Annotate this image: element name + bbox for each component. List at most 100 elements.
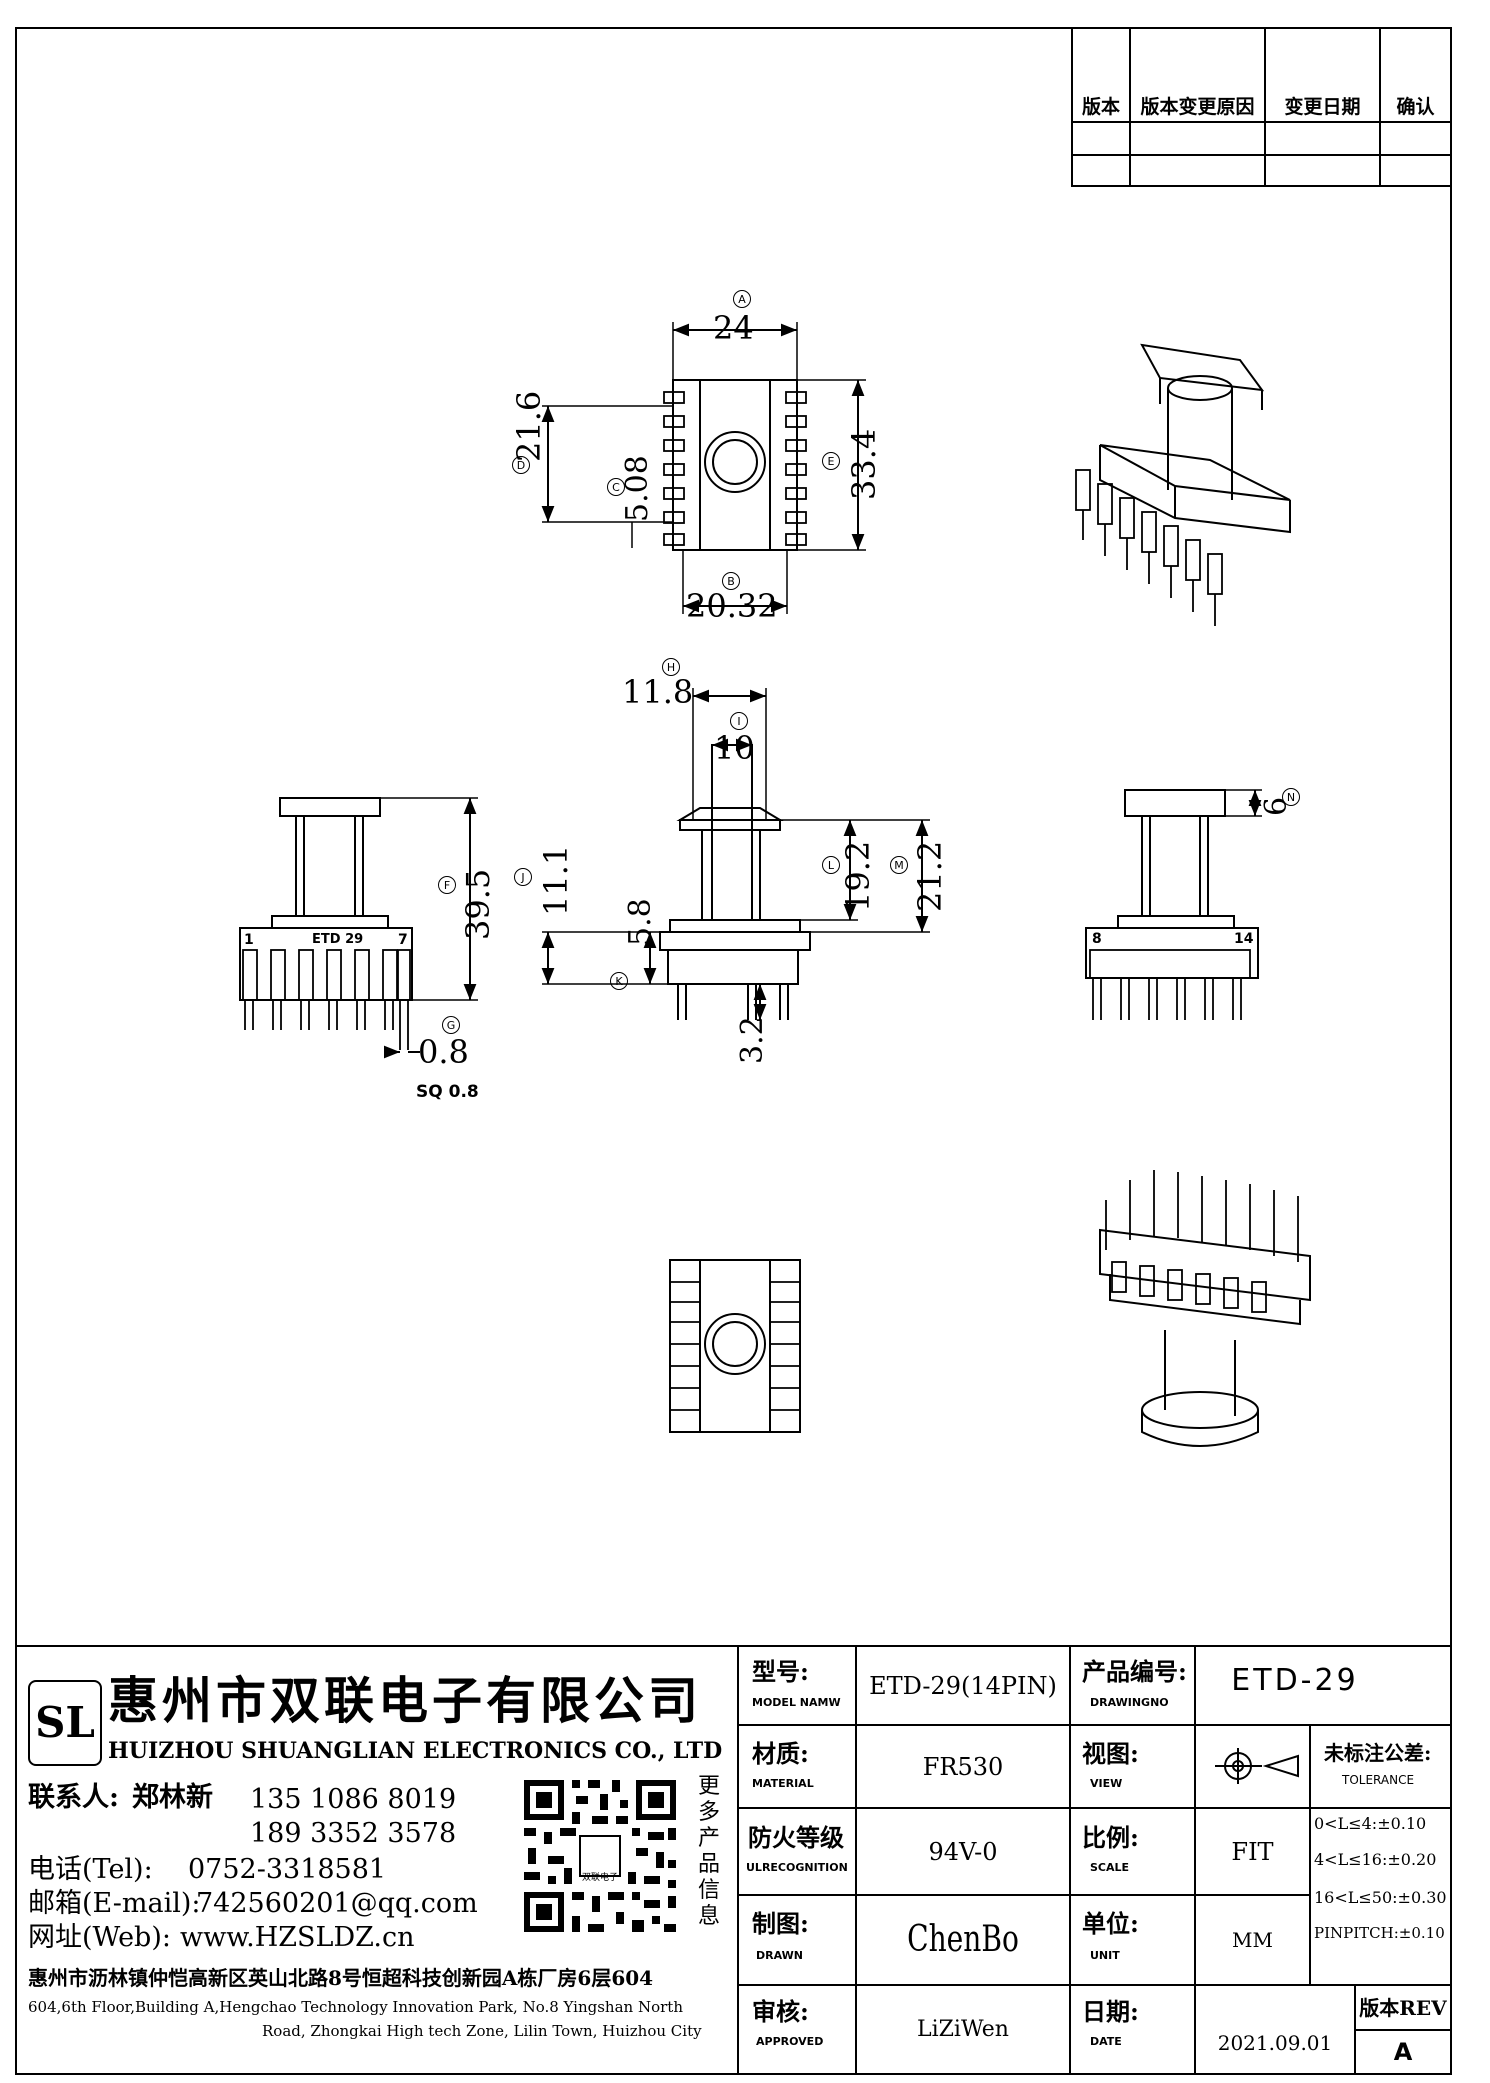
drawingno-label-en: DRAWINGNO	[1090, 1696, 1169, 1709]
dim-front-mid: 19.2	[839, 840, 877, 912]
sheet-border	[15, 27, 1452, 2075]
material-value: FR530	[922, 1752, 1004, 1781]
company-name-cn: 惠州市双联电子有限公司	[108, 1671, 702, 1730]
dim-front-base: 5.8	[623, 898, 658, 946]
flame-label-en: ULRECOGNITION	[746, 1861, 848, 1874]
material-label: 材质:	[752, 1739, 809, 1768]
side-view-left	[239, 797, 478, 1059]
dim-pin-length: 3.2	[735, 1016, 770, 1064]
dim-front-flange: 11.8	[622, 673, 694, 711]
title-block	[16, 1645, 1451, 2074]
pin-label-7: 7	[398, 932, 408, 948]
tel-label: 电话(Tel):	[28, 1854, 153, 1885]
side-view-right	[1085, 789, 1262, 1020]
unit-label: 单位:	[1082, 1909, 1139, 1938]
qr-code-icon[interactable]	[520, 1776, 680, 1936]
more-info-char: 产	[697, 1826, 720, 1851]
top-view	[541, 322, 866, 614]
company-logo: SL	[28, 1680, 102, 1766]
drawn-value: ChenBo	[907, 1919, 1019, 1960]
more-info-vertical: 更 多 产 品 信 息	[694, 1776, 724, 1928]
address-cn: 惠州市沥林镇仲恺高新区英山北路8号恒超科技创新园A栋厂房6层604	[28, 1966, 654, 1990]
dim-top-overall: 33.4	[845, 428, 883, 500]
balloon-i: I	[730, 712, 748, 730]
dim-top-pin-span: 20.32	[686, 587, 778, 625]
view-label-en: VIEW	[1090, 1777, 1123, 1790]
scale-label-en: SCALE	[1090, 1861, 1130, 1874]
date-label-en: DATE	[1090, 2035, 1122, 2048]
dim-side-height: 39.5	[459, 868, 497, 940]
balloon-l: L	[822, 856, 840, 874]
more-info-char: 信	[697, 1878, 720, 1903]
dim-pin-size: 0.8	[418, 1033, 469, 1071]
balloon-h: H	[662, 658, 680, 676]
balloon-n: N	[1282, 788, 1300, 806]
balloon-a: A	[733, 290, 751, 308]
flame-value: 94V-0	[928, 1837, 998, 1866]
tolerance-line-1: 0<L≤4:±0.10	[1314, 1814, 1427, 1833]
balloon-g: G	[442, 1016, 460, 1034]
balloon-j: J	[514, 868, 532, 886]
bottom-view	[669, 1259, 801, 1433]
model-label: 型号:	[752, 1657, 809, 1686]
unit-label-en: UNIT	[1090, 1949, 1120, 1962]
unit-value: MM	[1232, 1928, 1273, 1952]
dim-front-core: 10	[714, 729, 755, 767]
address-en-2: Road, Zhongkai High tech Zone, Lilin Tow…	[262, 2022, 702, 2040]
isometric-view-top	[1075, 343, 1291, 626]
approved-label-en: APPROVED	[756, 2035, 824, 2048]
balloon-d: D	[512, 456, 530, 474]
isometric-view-bottom	[1099, 1170, 1311, 1447]
model-label-en: MODEL NAMW	[752, 1696, 841, 1709]
drawn-label: 制图:	[752, 1909, 809, 1938]
material-label-en: MATERIAL	[752, 1777, 814, 1790]
more-info-char: 品	[697, 1852, 720, 1877]
email-label: 邮箱(E-mail):	[28, 1888, 201, 1919]
tolerance-line-2: 4<L≤16:±0.20	[1314, 1850, 1437, 1869]
drawingno-label: 产品编号:	[1082, 1657, 1187, 1686]
more-info-char: 更	[697, 1774, 720, 1799]
drawingno-value: ETD-29	[1231, 1663, 1359, 1698]
rev-header-confirm: 确认	[1396, 95, 1435, 118]
projection-symbol-icon	[1215, 1748, 1299, 1784]
contact-phone-2: 189 3352 3578	[250, 1818, 457, 1849]
contact-phone-1: 135 1086 8019	[250, 1784, 457, 1815]
address-en-1: 604,6th Floor,Building A,Hengchao Techno…	[28, 1998, 683, 2016]
more-info-char: 多	[697, 1800, 720, 1825]
pin-label-1: 1	[244, 932, 254, 948]
contact-name: 郑林新	[132, 1782, 213, 1813]
revision-table	[1071, 27, 1452, 187]
web-value: www.HZSLDZ.cn	[180, 1922, 415, 1953]
balloon-b: B	[722, 572, 740, 590]
contact-label: 联系人:	[28, 1782, 119, 1813]
date-value: 2021.09.01	[1217, 2030, 1333, 2055]
view-label: 视图:	[1082, 1739, 1139, 1768]
balloon-m: M	[890, 856, 908, 874]
tel-value: 0752-3318581	[188, 1854, 387, 1885]
rev-header-date: 变更日期	[1284, 95, 1361, 118]
balloon-c: C	[607, 478, 625, 496]
approved-label: 审核:	[752, 1997, 809, 2026]
more-info-char: 息	[697, 1904, 720, 1929]
pin-label-8: 8	[1092, 931, 1102, 947]
rev-label: 版本REV	[1359, 1995, 1447, 2020]
dim-top-width: 24	[713, 309, 754, 347]
front-view-center	[541, 688, 930, 1020]
email-value: 742560201@qq.com	[196, 1888, 478, 1919]
drawn-label-en: DRAWN	[756, 1949, 803, 1962]
tolerance-line-4: PINPITCH:±0.10	[1314, 1924, 1445, 1942]
pin-label-14: 14	[1234, 931, 1254, 947]
pin-square-note: SQ 0.8	[416, 1082, 479, 1102]
flame-label: 防火等级	[748, 1823, 844, 1852]
balloon-k: K	[610, 972, 628, 990]
dim-front-total: 21.2	[911, 840, 949, 912]
balloon-e: E	[822, 452, 840, 470]
balloon-f: F	[438, 876, 456, 894]
dim-top-height: 21.6	[510, 390, 548, 462]
rev-header-reason: 版本变更原因	[1140, 95, 1255, 118]
qr-caption: 双联电子	[581, 1872, 618, 1883]
tolerance-label: 未标注公差:	[1324, 1741, 1432, 1765]
approved-value: LiZiWen	[917, 2016, 1009, 2042]
scale-value: FIT	[1231, 1837, 1274, 1866]
